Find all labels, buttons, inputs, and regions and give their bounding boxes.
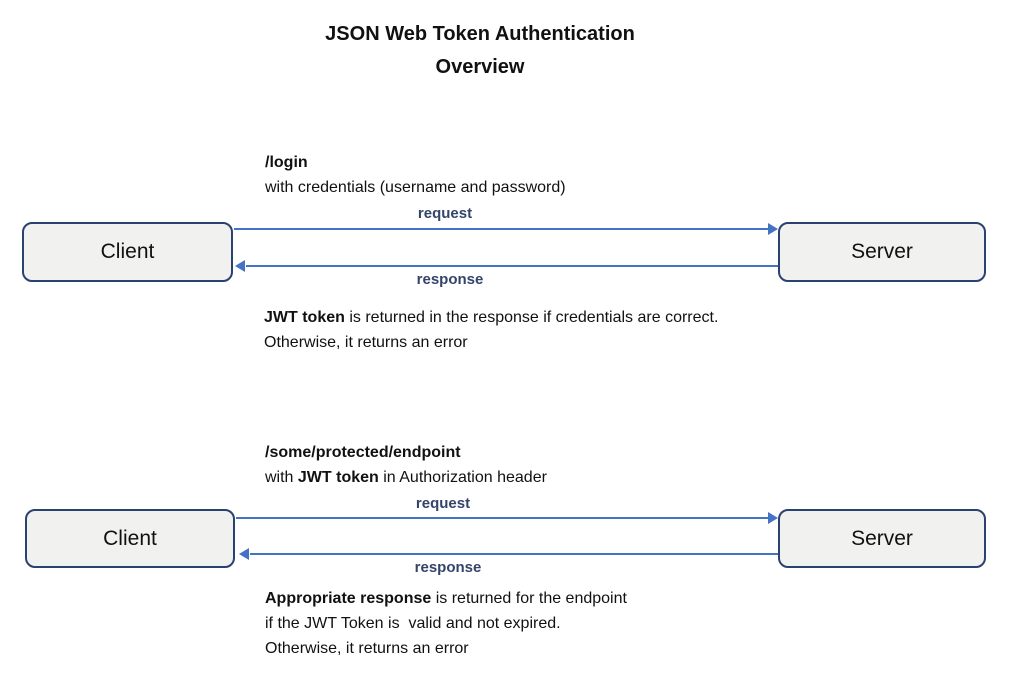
server-node-2-label: Server <box>851 526 913 550</box>
client-node-1: Client <box>22 222 233 282</box>
response-arrowhead-icon-1 <box>235 260 245 272</box>
server-node-1-label: Server <box>851 240 913 263</box>
diagram-title: JSON Web Token Authentication Overview <box>130 18 830 84</box>
endpoint-response-annotation: Appropriate response is returned for the… <box>265 590 627 657</box>
client-node-2-label: Client <box>103 526 157 550</box>
response-label-2: response <box>414 559 482 576</box>
client-node-1-label: Client <box>100 240 155 263</box>
login-response-annotation: JWT token is returned in the response if… <box>264 309 719 351</box>
request-label-2: request <box>415 495 471 512</box>
title-line-2: Overview <box>435 56 525 78</box>
request-arrowhead-icon-2 <box>768 512 778 524</box>
request-arrow-line-1 <box>234 228 770 230</box>
title-line-1: JSON Web Token Authentication <box>325 23 635 45</box>
request-label-1: request <box>417 205 473 222</box>
client-node-2: Client <box>25 509 235 568</box>
request-arrowhead-icon-1 <box>768 223 778 235</box>
response-label-1: response <box>416 271 484 288</box>
request-arrow-line-2 <box>236 517 770 519</box>
response-arrow-line-1 <box>246 265 778 267</box>
server-node-2: Server <box>778 509 986 568</box>
response-arrowhead-icon-2 <box>239 548 249 560</box>
response-arrow-line-2 <box>250 553 778 555</box>
server-node-1: Server <box>778 222 986 282</box>
